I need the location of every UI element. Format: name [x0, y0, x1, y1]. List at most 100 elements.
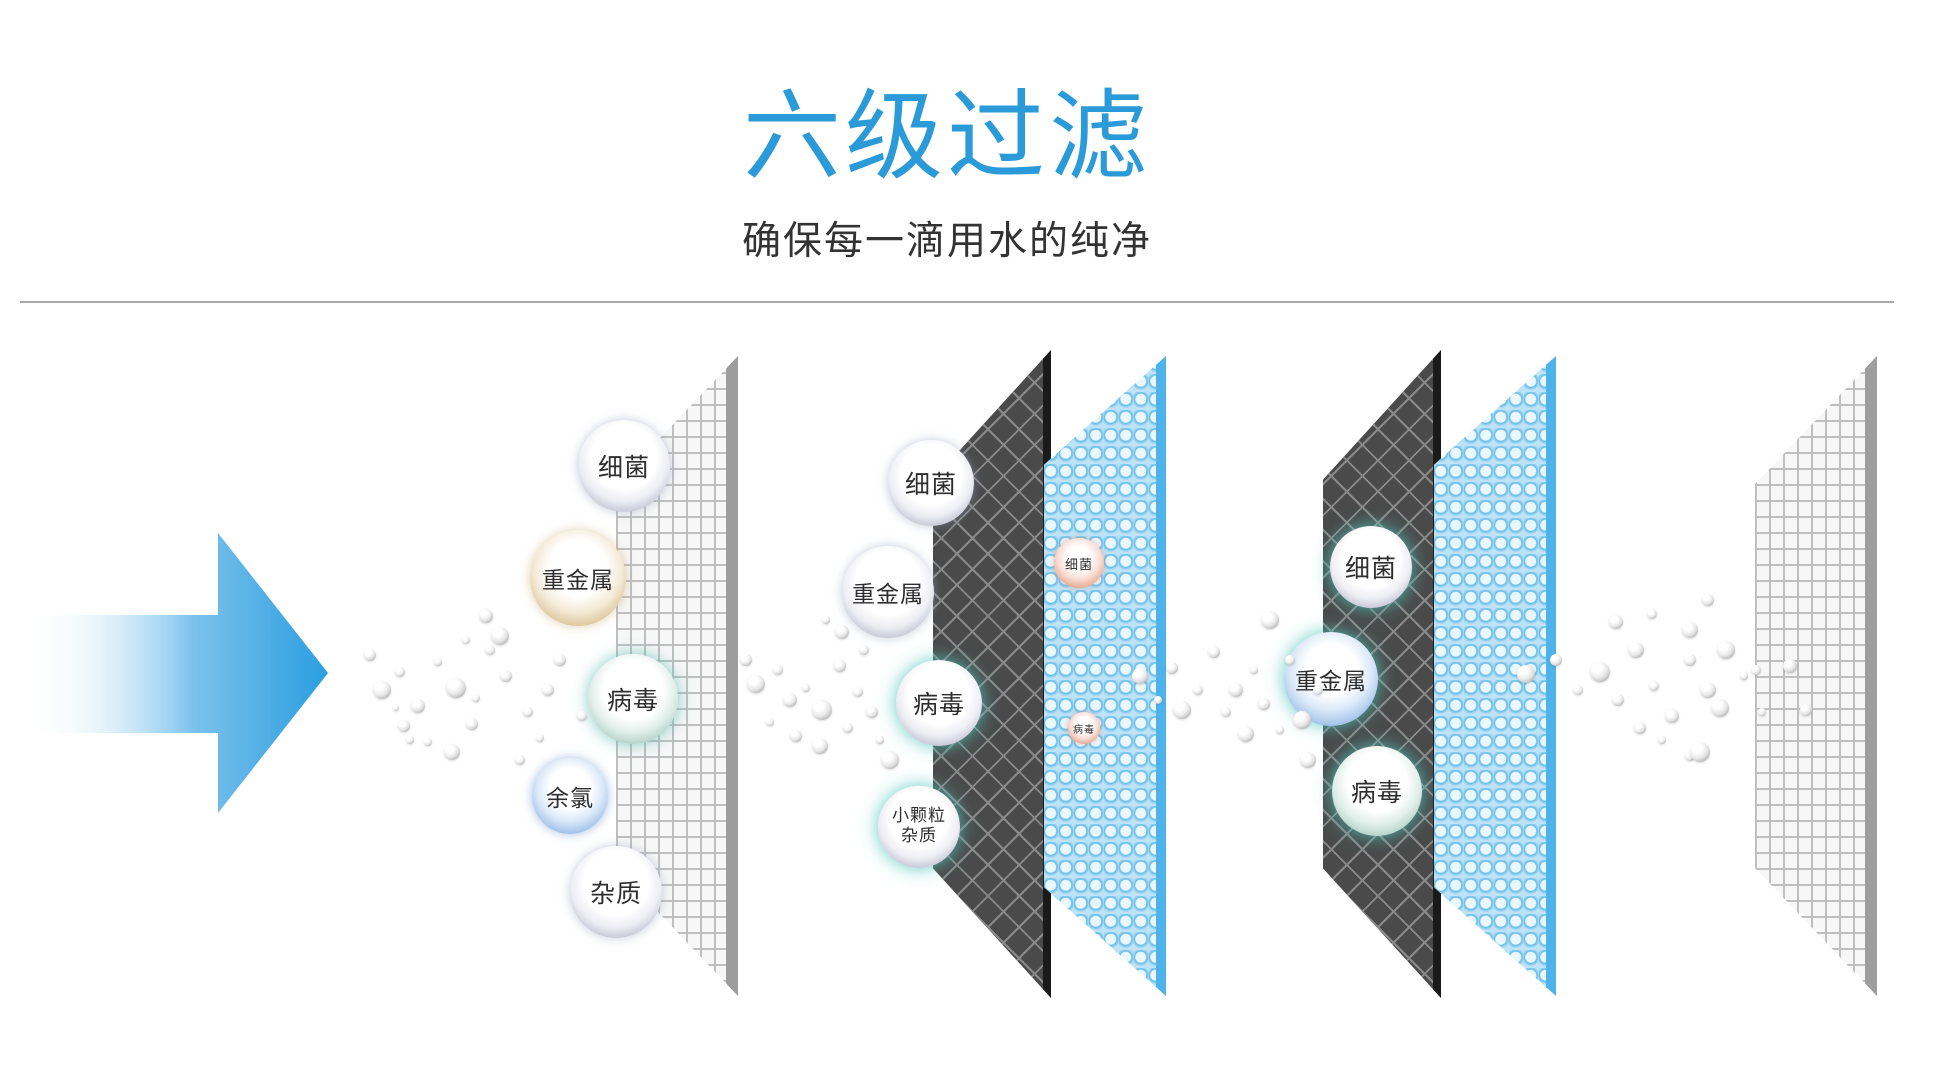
final-filter-layer	[1755, 356, 1877, 996]
water-droplet	[822, 616, 830, 624]
water-droplet	[773, 665, 783, 675]
water-droplet	[444, 744, 460, 760]
water-droplet	[802, 684, 810, 692]
water-droplet	[853, 687, 863, 697]
water-droplet	[1658, 736, 1666, 744]
water-droplet	[1132, 668, 1148, 684]
water-droplet	[1517, 665, 1535, 683]
water-droplet	[554, 654, 566, 666]
water-droplet	[1193, 685, 1203, 695]
water-droplet	[1550, 654, 1562, 666]
water-droplet	[881, 751, 899, 769]
water-droplet	[500, 670, 512, 682]
water-droplet	[1276, 726, 1284, 734]
bubble-heavy-metal: 重金属	[530, 530, 626, 626]
water-droplet	[1166, 662, 1178, 674]
water-droplet	[843, 723, 853, 733]
water-droplet	[834, 660, 846, 672]
water-droplet	[393, 705, 399, 711]
water-droplet	[395, 667, 405, 677]
water-droplet	[577, 711, 587, 721]
bubble-small-particles: 小颗粒 杂质	[878, 786, 960, 868]
water-flow-arrow-icon	[28, 533, 328, 813]
membrane-filter-layer-2	[1434, 356, 1556, 996]
water-droplet	[1665, 709, 1679, 723]
water-droplet	[1740, 672, 1748, 680]
divider	[20, 301, 1894, 303]
water-droplet	[812, 700, 832, 720]
bubble-bacteria: 细菌	[888, 440, 974, 526]
water-droplet	[859, 645, 869, 655]
bubble-impurities: 杂质	[570, 846, 662, 938]
water-droplet	[446, 678, 466, 698]
water-droplet	[1800, 704, 1812, 716]
water-droplet	[1229, 683, 1243, 697]
bubble-virus: 病毒	[896, 660, 982, 746]
bubble-virus: 病毒	[588, 654, 678, 744]
water-droplet	[1250, 666, 1258, 674]
water-droplet	[1634, 722, 1646, 734]
water-droplet	[1313, 685, 1323, 695]
bubble-bacteria-small: 细菌	[1054, 538, 1104, 588]
water-droplet	[523, 707, 533, 717]
water-droplet	[1258, 698, 1270, 710]
page-title: 六级过滤	[0, 88, 1894, 186]
water-droplet	[491, 627, 509, 645]
water-droplet	[373, 681, 391, 699]
water-droplet	[1647, 609, 1657, 619]
water-droplet	[866, 706, 878, 718]
water-droplet	[406, 736, 414, 744]
bubble-heavy-metal: 重金属	[842, 546, 934, 638]
water-droplet	[1590, 662, 1610, 682]
water-droplet	[479, 609, 493, 623]
water-droplet	[876, 736, 884, 744]
water-droplet	[740, 654, 752, 666]
bubble-bacteria: 细菌	[578, 420, 670, 512]
water-droplet	[1221, 707, 1231, 717]
water-droplet	[790, 730, 802, 742]
water-droplet	[1649, 681, 1659, 691]
water-droplet	[398, 720, 410, 732]
bubble-virus: 病毒	[1332, 746, 1422, 836]
water-droplet	[1684, 654, 1696, 666]
water-droplet	[1702, 594, 1714, 606]
bubble-bacteria: 细菌	[1330, 526, 1412, 608]
water-droplet	[1208, 646, 1220, 658]
water-droplet	[766, 718, 774, 726]
water-droplet	[1573, 685, 1583, 695]
water-droplet	[515, 755, 525, 765]
water-droplet	[835, 625, 849, 639]
water-droplet	[1700, 682, 1716, 698]
water-droplet	[424, 738, 432, 746]
water-droplet	[1783, 659, 1797, 673]
water-droplet	[485, 645, 495, 655]
water-droplet	[783, 693, 797, 707]
water-droplet	[1682, 622, 1698, 638]
water-droplet	[747, 675, 765, 693]
water-droplet	[1717, 641, 1735, 659]
water-droplet	[472, 694, 480, 702]
bubble-virus-small: 病毒	[1068, 712, 1100, 744]
water-droplet	[411, 699, 425, 713]
water-droplet	[364, 649, 376, 661]
water-droplet	[1690, 742, 1710, 762]
water-droplet	[1293, 711, 1311, 729]
bubble-chlorine: 余氯	[532, 758, 608, 834]
water-droplet	[542, 684, 554, 696]
water-droplet	[1758, 708, 1766, 716]
water-droplet	[1154, 696, 1162, 704]
water-droplet	[1612, 694, 1624, 706]
water-droplet	[1285, 655, 1295, 665]
page-subtitle: 确保每一滴用水的纯净	[0, 210, 1894, 266]
water-droplet	[812, 738, 828, 754]
water-droplet	[1261, 611, 1279, 629]
water-droplet	[1300, 752, 1316, 768]
water-droplet	[1711, 699, 1729, 717]
water-droplet	[1609, 615, 1623, 629]
water-droplet	[466, 718, 478, 730]
water-droplet	[1173, 701, 1191, 719]
water-droplet	[434, 658, 442, 666]
water-droplet	[1238, 726, 1254, 742]
water-droplet	[462, 636, 470, 644]
water-droplet	[536, 734, 544, 742]
